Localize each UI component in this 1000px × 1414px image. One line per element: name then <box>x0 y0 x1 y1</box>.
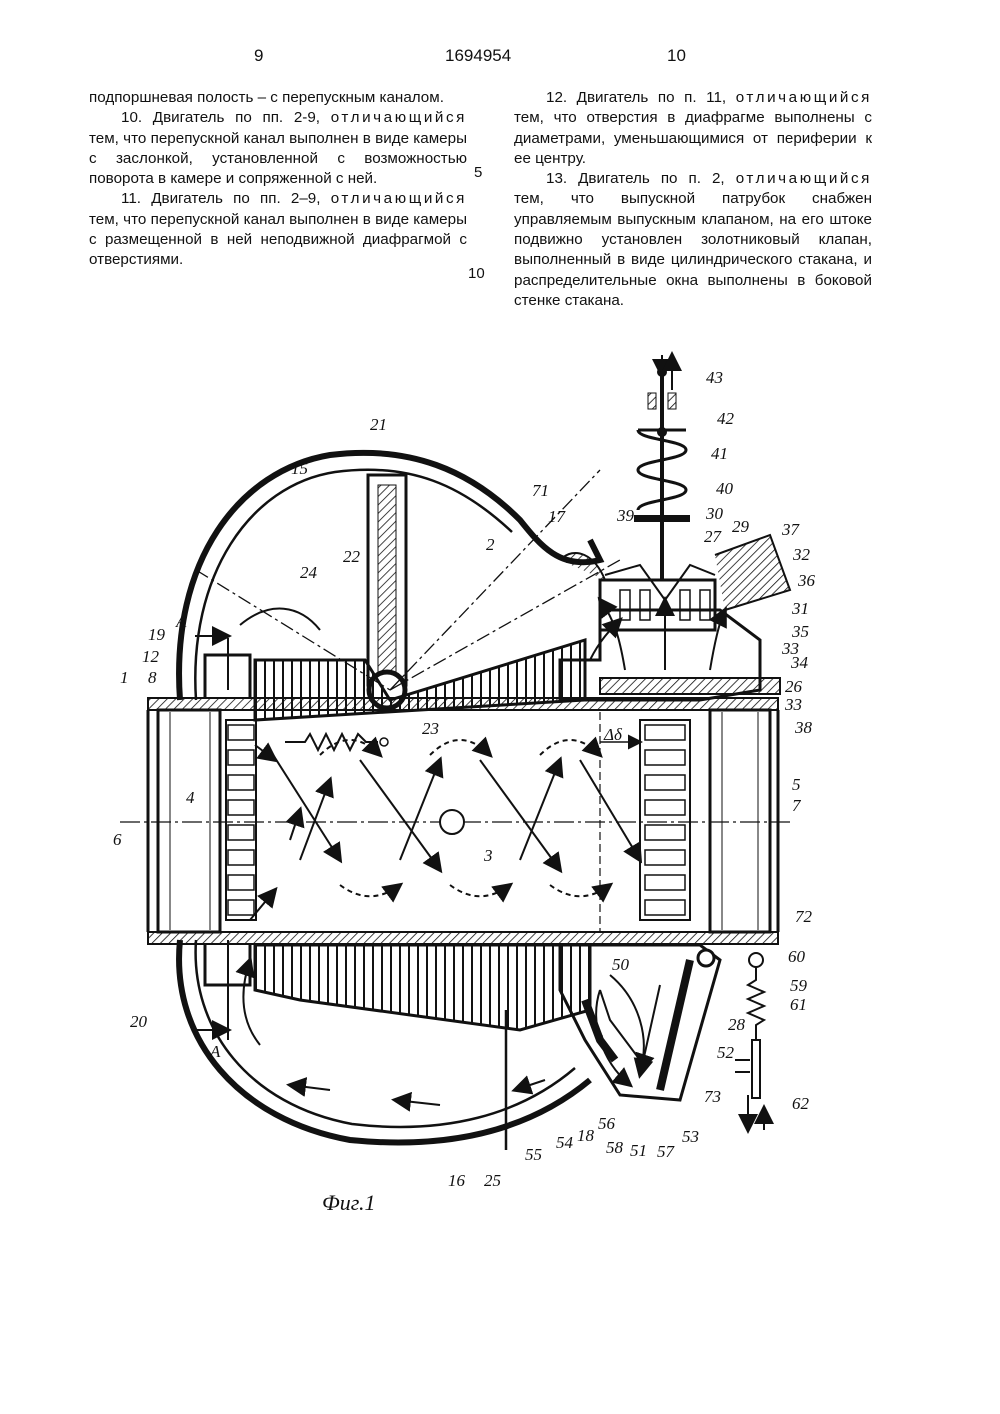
label-56: 56 <box>598 1114 616 1133</box>
label-7: 7 <box>792 796 802 815</box>
label-15: 15 <box>291 459 308 478</box>
label-secA2: A <box>209 1042 221 1061</box>
label-30: 30 <box>705 504 724 523</box>
label-6: 6 <box>113 830 122 849</box>
label-40: 40 <box>716 479 734 498</box>
label-3: 3 <box>483 846 493 865</box>
page-number-right: 10 <box>667 46 686 66</box>
label-58: 58 <box>606 1138 624 1157</box>
label-4: 4 <box>186 788 195 807</box>
claim-10: 10. Двигатель по пп. 2-9, отличающийся т… <box>89 108 467 189</box>
claim-12: 12. Двигатель по п. 11, отличающийся тем… <box>514 88 872 169</box>
label-32: 32 <box>792 545 811 564</box>
label-19: 19 <box>148 625 166 644</box>
label-5: 5 <box>792 775 801 794</box>
page-number-left: 9 <box>254 46 263 66</box>
label-1: 1 <box>120 668 129 687</box>
label-secA1: A <box>175 612 187 631</box>
label-31: 31 <box>791 599 809 618</box>
label-71: 71 <box>532 481 549 500</box>
label-33b: 33 <box>784 695 802 714</box>
label-73: 73 <box>704 1087 721 1106</box>
ports-5 <box>640 720 690 920</box>
label-60: 60 <box>788 947 806 966</box>
label-62: 62 <box>792 1094 810 1113</box>
claim-11: 11. Двигатель по пп. 2–9, отличающийся т… <box>89 189 467 270</box>
pivot-60 <box>698 950 714 966</box>
label-12: 12 <box>142 647 160 666</box>
label-61: 61 <box>790 995 807 1014</box>
claim-13: 13. Двигатель по п. 2, отличающийся тем,… <box>514 169 872 311</box>
spring-61 <box>748 967 764 1040</box>
piston-7 <box>710 710 770 932</box>
claim-9-end: подпоршневая полость – с перепускным кан… <box>89 88 467 108</box>
label-53: 53 <box>682 1127 699 1146</box>
engine-diagram: 43 42 41 40 30 27 29 37 32 36 31 35 33 3… <box>0 330 1000 1230</box>
line-number-10: 10 <box>468 265 485 282</box>
label-25: 25 <box>484 1171 501 1190</box>
label-59: 59 <box>790 976 808 995</box>
injector-3 <box>440 810 464 834</box>
label-28: 28 <box>728 1015 746 1034</box>
label-delta: Δδ <box>603 725 623 744</box>
lower-ribbed-wall <box>255 945 590 1030</box>
label-54: 54 <box>556 1133 574 1152</box>
label-24: 24 <box>300 563 318 582</box>
label-72: 72 <box>795 907 813 926</box>
figure-caption: Фиг.1 <box>322 1190 376 1215</box>
label-43: 43 <box>706 368 723 387</box>
label-55: 55 <box>525 1145 542 1164</box>
label-8: 8 <box>148 668 157 687</box>
spring-24 <box>285 734 378 750</box>
label-36: 36 <box>797 571 816 590</box>
label-50: 50 <box>612 955 630 974</box>
label-21: 21 <box>370 415 387 434</box>
patent-number: 1694954 <box>445 46 511 66</box>
label-29: 29 <box>732 517 750 536</box>
label-23: 23 <box>422 719 439 738</box>
label-2: 2 <box>486 535 495 554</box>
label-18: 18 <box>577 1126 595 1145</box>
ports-4 <box>226 720 256 920</box>
label-37: 37 <box>781 520 801 539</box>
label-42: 42 <box>717 409 735 428</box>
label-22: 22 <box>343 547 361 566</box>
right-text-column: 12. Двигатель по п. 11, отличающийся тем… <box>514 88 872 311</box>
label-17: 17 <box>548 507 567 526</box>
label-38: 38 <box>794 718 813 737</box>
line-number-5: 5 <box>474 164 482 181</box>
label-41: 41 <box>711 444 728 463</box>
left-text-column: подпоршневая полость – с перепускным кан… <box>89 88 467 271</box>
label-26: 26 <box>785 677 803 696</box>
label-57: 57 <box>657 1142 676 1161</box>
label-52: 52 <box>717 1043 735 1062</box>
label-39: 39 <box>616 506 635 525</box>
label-16: 16 <box>448 1171 466 1190</box>
label-27: 27 <box>704 527 723 546</box>
label-51: 51 <box>630 1141 647 1160</box>
label-20: 20 <box>130 1012 148 1031</box>
label-34: 34 <box>790 653 809 672</box>
piston-6 <box>158 710 220 932</box>
